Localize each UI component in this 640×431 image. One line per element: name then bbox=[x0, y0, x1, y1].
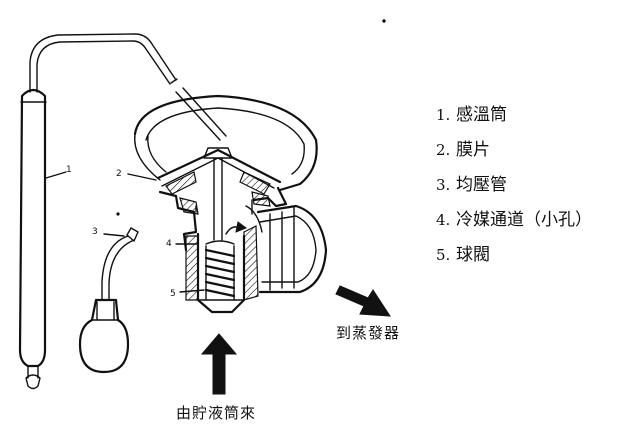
refrigerant-passage bbox=[225, 221, 248, 235]
valve-dome bbox=[133, 94, 318, 192]
speck bbox=[382, 19, 386, 23]
callout-1: 1 bbox=[66, 165, 72, 175]
capillary-tube bbox=[29, 33, 227, 141]
diaphragm bbox=[156, 147, 282, 195]
leader-line bbox=[103, 233, 125, 237]
inlet-label: 由貯液筒來 bbox=[176, 404, 256, 422]
legend-number: 4. bbox=[436, 211, 451, 229]
legend: 1. 感溫筒 2. 膜片 3. 均壓管 4. 冷媒通道（小孔） 5. 球閥 bbox=[436, 100, 636, 275]
legend-label: 膜片 bbox=[456, 140, 490, 160]
legend-item: 5. 球閥 bbox=[436, 240, 636, 275]
legend-number: 1. bbox=[436, 106, 451, 124]
legend-label: 感溫筒 bbox=[456, 105, 507, 125]
legend-item: 4. 冷媒通道（小孔） bbox=[436, 205, 636, 240]
equalizer-fitting bbox=[78, 298, 130, 374]
legend-number: 2. bbox=[436, 141, 451, 159]
speck bbox=[116, 212, 120, 216]
sensing-bulb bbox=[18, 88, 47, 390]
outlet-port bbox=[245, 204, 328, 294]
legend-item: 3. 均壓管 bbox=[436, 170, 636, 205]
legend-number: 5. bbox=[436, 246, 451, 264]
callout-4: 4 bbox=[166, 239, 172, 249]
callout-3: 3 bbox=[92, 227, 98, 237]
inlet-arrow bbox=[200, 333, 238, 395]
ball-valve bbox=[197, 240, 245, 301]
legend-item: 1. 感溫筒 bbox=[436, 100, 636, 135]
outlet-label: 到蒸發器 bbox=[336, 324, 400, 342]
legend-label: 冷媒通道（小孔） bbox=[456, 210, 592, 230]
leader-line bbox=[179, 289, 205, 293]
legend-label: 均壓管 bbox=[456, 175, 507, 195]
outlet-arrow bbox=[335, 285, 391, 317]
legend-label: 球閥 bbox=[456, 245, 490, 265]
valve-body bbox=[158, 157, 288, 314]
callout-5: 5 bbox=[170, 289, 176, 299]
leader-line bbox=[127, 173, 157, 181]
callout-2: 2 bbox=[116, 169, 122, 179]
legend-item: 2. 膜片 bbox=[436, 135, 636, 170]
leader-line bbox=[45, 171, 67, 179]
equalizer-tube bbox=[101, 227, 139, 301]
legend-number: 3. bbox=[436, 176, 451, 194]
